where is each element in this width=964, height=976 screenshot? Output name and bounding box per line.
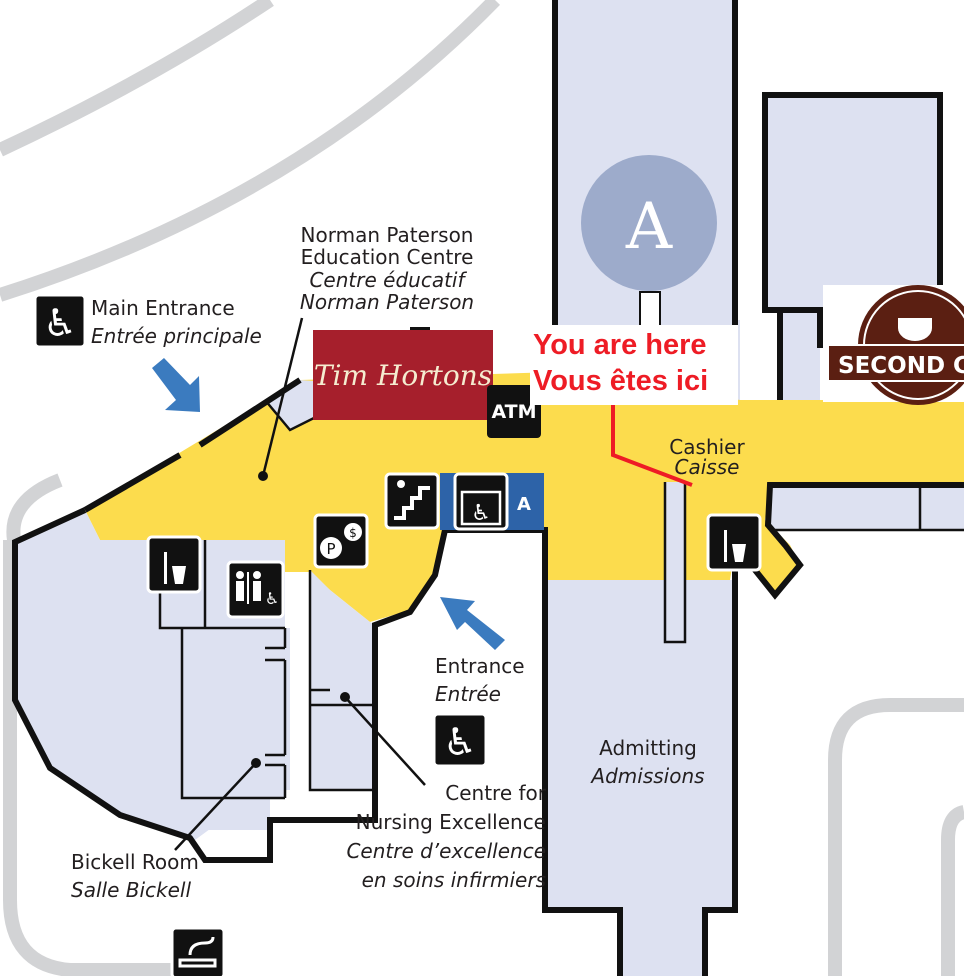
svg-text:♿: ♿ <box>471 501 491 526</box>
svg-text:Entrée: Entrée <box>435 682 501 706</box>
svg-text:$: $ <box>349 526 357 540</box>
svg-text:♿: ♿ <box>265 589 279 608</box>
svg-text:Nursing Excellence: Nursing Excellence <box>356 810 546 834</box>
svg-text:Cashier: Cashier <box>669 435 745 459</box>
svg-text:Norman Paterson: Norman Paterson <box>300 290 474 314</box>
entrance-arrows <box>152 358 505 650</box>
svg-text:♿: ♿ <box>43 301 77 345</box>
svg-text:You are here: You are here <box>533 329 707 361</box>
main-entrance-label-fr: Entrée principale <box>91 324 262 348</box>
parking-payment-icon: P $ <box>313 513 369 569</box>
building-a-marker: A <box>581 155 717 335</box>
wheelchair-icon: ♿ <box>33 293 87 349</box>
svg-text:Bickell Room: Bickell Room <box>71 850 199 874</box>
svg-text:en soins infirmiers: en soins infirmiers <box>362 868 546 892</box>
you-are-here-pointer <box>611 405 693 487</box>
svg-text:SECOND CUP: SECOND CUP <box>838 353 964 379</box>
svg-text:Centre éducatif: Centre éducatif <box>309 268 467 292</box>
tim-hortons-logo: Tim Hortons <box>313 330 493 420</box>
svg-text:A: A <box>625 190 673 264</box>
svg-text:Admitting: Admitting <box>599 736 697 760</box>
atm-icon: ATM <box>487 385 541 438</box>
svg-text:Salle Bickell: Salle Bickell <box>71 878 191 902</box>
svg-text:P: P <box>326 540 335 558</box>
svg-text:Norman Paterson: Norman Paterson <box>301 223 474 247</box>
svg-text:Caisse: Caisse <box>675 455 740 479</box>
svg-text:Education Centre: Education Centre <box>301 245 474 269</box>
elevator-icon: ♿ A <box>440 472 544 531</box>
wheelchair-icon: ♿ <box>432 712 488 768</box>
map-labels: Main Entrance Entrée principale Norman P… <box>71 223 745 902</box>
main-entrance-label: Main Entrance <box>91 296 235 320</box>
restroom-icon: ♿ <box>226 560 285 619</box>
svg-text:Tim Hortons: Tim Hortons <box>314 359 492 392</box>
svg-text:Centre for: Centre for <box>445 781 547 805</box>
svg-text:Vous êtes ici: Vous êtes ici <box>533 365 708 397</box>
svg-text:ATM: ATM <box>491 401 536 423</box>
food-drink-icon <box>706 513 762 572</box>
svg-text:A: A <box>517 494 531 515</box>
svg-text:Admissions: Admissions <box>589 764 704 788</box>
entrance-arrow <box>440 597 505 650</box>
stairs-icon <box>384 472 440 530</box>
svg-text:Centre d’excellence: Centre d’excellence <box>346 839 546 863</box>
you-are-here: You are here Vous êtes ici <box>530 325 738 487</box>
food-drink-icon <box>146 535 202 594</box>
leader-lines <box>174 317 426 851</box>
second-cup-logo: SECOND CUP <box>823 285 964 405</box>
svg-text:Entrance: Entrance <box>435 654 525 678</box>
svg-text:♿: ♿ <box>443 720 477 764</box>
smoking-area-icon <box>170 926 226 976</box>
main-entrance-arrow <box>152 358 200 412</box>
